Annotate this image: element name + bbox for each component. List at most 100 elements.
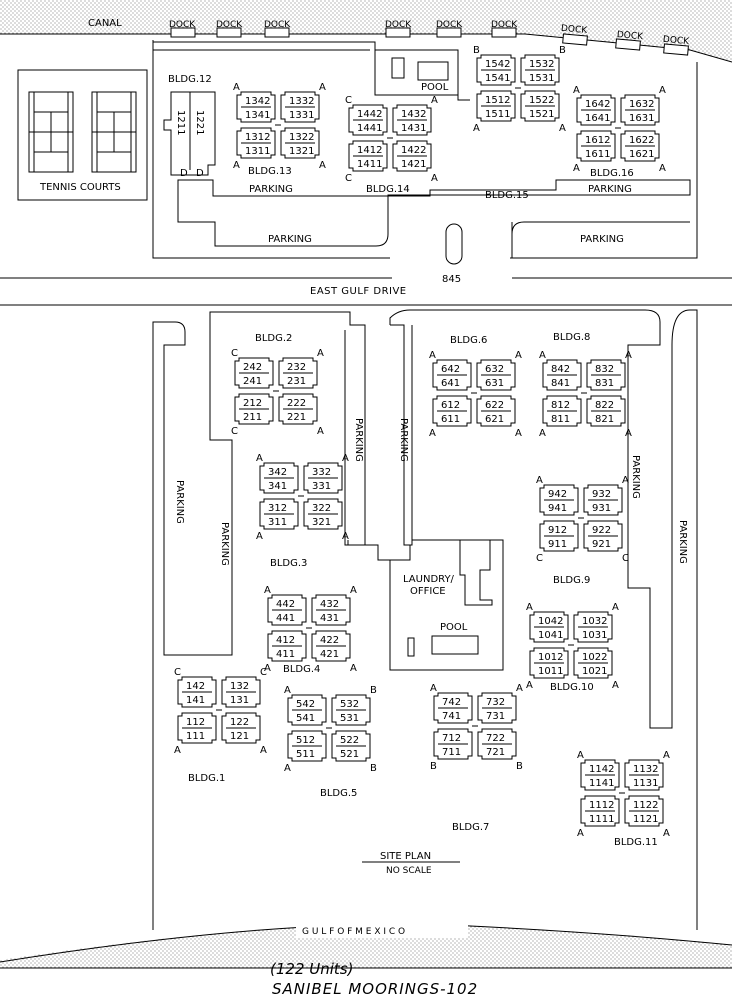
svg-text:511: 511	[296, 749, 315, 760]
svg-text:1131: 1131	[633, 778, 658, 789]
svg-text:822: 822	[595, 400, 614, 411]
svg-text:BLDG.8: BLDG.8	[553, 332, 590, 343]
svg-text:1411: 1411	[357, 159, 382, 170]
dock: DOCK	[216, 20, 243, 38]
svg-text:212: 212	[243, 398, 262, 409]
building-12: 1211 1221 D D BLDG.12	[163, 74, 216, 179]
svg-text:B: B	[370, 685, 377, 696]
pool-north-label: POOL	[421, 82, 449, 93]
site-plan-caption: SITE PLAN NO SCALE	[362, 851, 460, 876]
svg-text:A: A	[577, 828, 584, 839]
svg-text:632: 632	[485, 364, 504, 375]
svg-text:341: 341	[268, 481, 287, 492]
svg-text:1612: 1612	[585, 135, 610, 146]
svg-text:211: 211	[243, 412, 262, 423]
svg-text:A: A	[319, 82, 326, 93]
svg-text:A: A	[536, 475, 543, 486]
svg-text:A: A	[577, 750, 584, 761]
svg-text:411: 411	[276, 649, 295, 660]
svg-text:1441: 1441	[357, 123, 382, 134]
svg-text:A: A	[559, 123, 566, 134]
svg-text:A: A	[260, 745, 267, 756]
svg-text:A: A	[515, 350, 522, 361]
svg-text:741: 741	[442, 711, 461, 722]
svg-text:521: 521	[340, 749, 359, 760]
parking-label: PARKING	[249, 184, 293, 195]
svg-text:1012: 1012	[538, 652, 563, 663]
svg-text:C: C	[345, 95, 352, 106]
svg-text:431: 431	[320, 613, 339, 624]
svg-text:A: A	[625, 428, 632, 439]
svg-text:831: 831	[595, 378, 614, 389]
svg-text:941: 941	[548, 503, 567, 514]
dock: DOCK	[436, 20, 463, 38]
svg-text:A: A	[526, 680, 533, 691]
svg-text:DOCK: DOCK	[169, 20, 196, 30]
svg-text:BLDG.15: BLDG.15	[485, 190, 529, 201]
dock: DOCK	[385, 20, 412, 38]
svg-text:732: 732	[486, 697, 505, 708]
parking-label: PARKING	[580, 234, 624, 245]
svg-text:631: 631	[485, 378, 504, 389]
svg-text:1641: 1641	[585, 113, 610, 124]
svg-text:1621: 1621	[629, 149, 654, 160]
dock: DOCK	[615, 30, 644, 51]
svg-text:A: A	[659, 163, 666, 174]
svg-text:1311: 1311	[245, 146, 270, 157]
svg-text:712: 712	[442, 733, 461, 744]
parking-label: PARKING	[677, 520, 688, 564]
svg-text:441: 441	[276, 613, 295, 624]
svg-text:1022: 1022	[582, 652, 607, 663]
svg-text:312: 312	[268, 503, 287, 514]
svg-text:1432: 1432	[401, 109, 426, 120]
svg-text:1622: 1622	[629, 135, 654, 146]
svg-text:A: A	[663, 828, 670, 839]
svg-text:111: 111	[186, 731, 205, 742]
svg-text:DOCK: DOCK	[662, 35, 690, 47]
svg-text:1121: 1121	[633, 814, 658, 825]
svg-text:242: 242	[243, 362, 262, 373]
svg-text:621: 621	[485, 414, 504, 425]
svg-text:1331: 1331	[289, 110, 314, 121]
svg-text:C: C	[260, 667, 267, 678]
svg-text:A: A	[233, 82, 240, 93]
svg-text:A: A	[625, 350, 632, 361]
svg-text:432: 432	[320, 599, 339, 610]
svg-text:BLDG.13: BLDG.13	[248, 166, 292, 177]
parking-label: PARKING	[174, 480, 185, 524]
svg-text:1132: 1132	[633, 764, 658, 775]
svg-text:1141: 1141	[589, 778, 614, 789]
gulf-label: G U L F O F M E X I C O	[302, 927, 405, 937]
dock: DOCK	[169, 20, 196, 38]
svg-text:842: 842	[551, 364, 570, 375]
svg-text:421: 421	[320, 649, 339, 660]
page-title: SANIBEL MOORINGS-102	[272, 980, 478, 998]
svg-text:1421: 1421	[401, 159, 426, 170]
svg-text:532: 532	[340, 699, 359, 710]
svg-text:541: 541	[296, 713, 315, 724]
parking-label: PARKING	[219, 522, 230, 566]
svg-text:A: A	[350, 585, 357, 596]
tennis-courts: TENNIS COURTS	[17, 69, 148, 201]
svg-text:931: 931	[592, 503, 611, 514]
svg-text:422: 422	[320, 635, 339, 646]
road-label: EAST GULF DRIVE	[310, 286, 407, 297]
svg-text:1042: 1042	[538, 616, 563, 627]
svg-text:A: A	[516, 683, 523, 694]
road-number-label: 845	[442, 274, 461, 285]
east-gulf-drive: EAST GULF DRIVE	[0, 277, 732, 306]
svg-text:BLDG.12: BLDG.12	[168, 74, 212, 85]
svg-text:A: A	[659, 85, 666, 96]
svg-text:BLDG.3: BLDG.3	[270, 558, 307, 569]
svg-text:BLDG.16: BLDG.16	[590, 168, 634, 179]
svg-text:A: A	[429, 428, 436, 439]
svg-text:1412: 1412	[357, 145, 382, 156]
svg-text:DOCK: DOCK	[216, 20, 243, 30]
